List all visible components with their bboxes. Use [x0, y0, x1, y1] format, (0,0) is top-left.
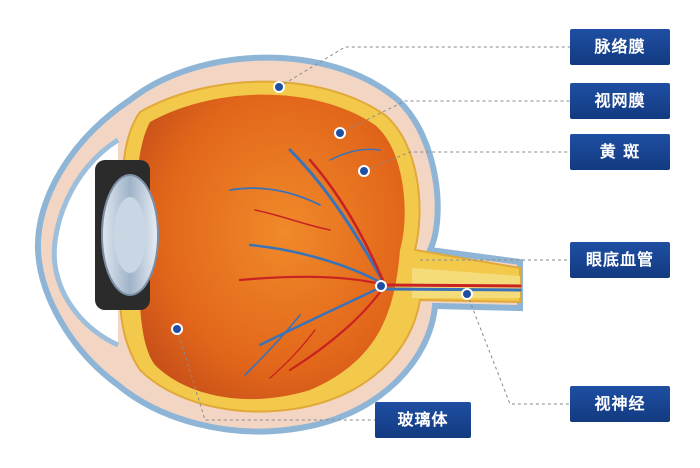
lens: [95, 160, 159, 310]
label-optic-nerve: 视神经: [570, 386, 670, 422]
label-vitreous: 玻璃体: [375, 402, 471, 438]
label-fundus-vessels: 眼底血管: [570, 242, 670, 278]
leader-lines: [176, 46, 570, 421]
fundus-blood-vessels: [229, 148, 522, 379]
marker-dots: [171, 81, 473, 335]
label-choroid: 脉络膜: [570, 29, 670, 65]
label-macula: 黄 斑: [570, 134, 670, 170]
label-retina: 视网膜: [570, 83, 670, 119]
